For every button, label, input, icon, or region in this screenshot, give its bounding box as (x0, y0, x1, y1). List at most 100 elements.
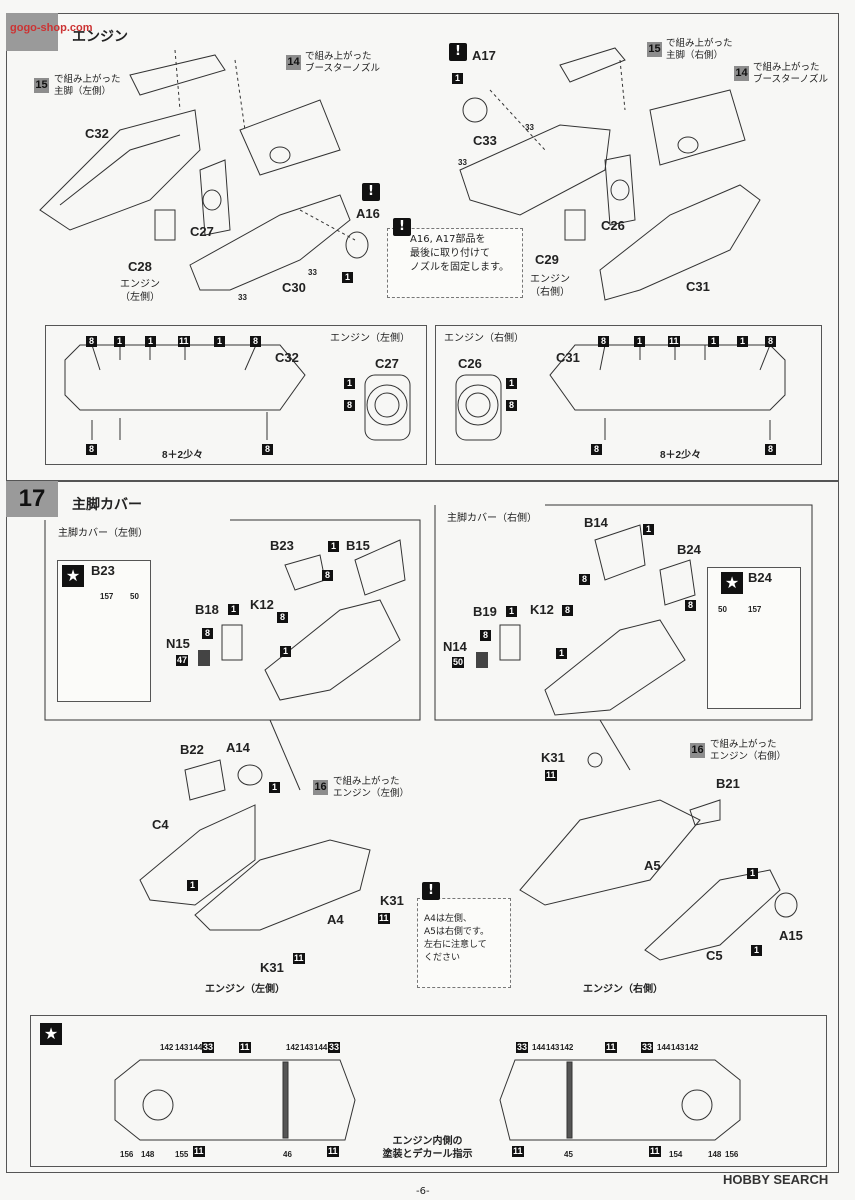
color-8-f: 8 (765, 336, 776, 347)
decal-33-right-b: 33 (458, 158, 467, 167)
watermark-bottom: HOBBY SEARCH (723, 1172, 829, 1187)
part-label-b15: B15 (346, 538, 370, 553)
inner-right-shape (499, 1059, 741, 1141)
dl-33a: 33 (202, 1042, 215, 1053)
color-8-c: 8 (86, 444, 97, 455)
dr-154: 154 (669, 1150, 683, 1159)
decal-50: 50 (452, 657, 465, 668)
star-right-part: B24 (748, 570, 772, 585)
color-1-a15: 1 (747, 868, 758, 879)
step17-frame (6, 481, 839, 1173)
part-label-a14: A14 (226, 740, 250, 755)
step16-frame (6, 13, 839, 481)
color-code-1: 1 (342, 272, 353, 283)
dr-45: 45 (564, 1150, 573, 1159)
engine-right-shape (519, 799, 701, 906)
color-1-k12-right: 1 (556, 648, 567, 659)
color-1-a14: 1 (269, 782, 280, 793)
color-11-k31-right: 11 (545, 770, 557, 781)
part-label-n15: N15 (166, 636, 190, 651)
color-8-e: 8 (598, 336, 609, 347)
color-1-b19: 1 (506, 606, 517, 617)
part-label-c33: C33 (473, 133, 497, 148)
part-label-a4: A4 (327, 912, 344, 927)
subassembly-15-left-text: で組み上がった 主脚（左側） (54, 74, 121, 97)
part-label-k31-left-a: K31 (380, 893, 404, 908)
engine-half-c33-shape (459, 124, 611, 216)
dl-11c: 11 (327, 1146, 339, 1157)
star-icon-right: ★ (721, 572, 743, 594)
color-1-g: 1 (737, 336, 748, 347)
color-8-d: 8 (262, 444, 273, 455)
part-label-b14: B14 (584, 515, 608, 530)
engine-right-caption: エンジン （右側） (530, 274, 570, 298)
star-icon-inner: ★ (40, 1023, 62, 1045)
decal-33: 33 (308, 268, 317, 277)
color-11-e: 11 (668, 336, 680, 347)
part-label-a17: A17 (472, 48, 496, 63)
dr-142a: 142 (560, 1043, 574, 1052)
page-number: -6- (416, 1186, 430, 1197)
paint-right-title: エンジン（右側） (444, 333, 524, 344)
watermark-top: gogo-shop.com (10, 22, 93, 34)
dr-143a: 143 (546, 1043, 560, 1052)
color-8-a: 8 (86, 336, 97, 347)
part-label-b21: B21 (716, 776, 740, 791)
note-box-step17: A4は左側、 A5は右側です。 左右に注意して ください (417, 898, 511, 988)
dr-33b: 33 (641, 1042, 654, 1053)
subassembly-16-right-text: で組み上がった エンジン（右側） (710, 739, 787, 762)
paint-label-c32: C32 (275, 350, 299, 365)
part-label-c29: C29 (535, 252, 559, 267)
dl-33b: 33 (328, 1042, 341, 1053)
assembly-right-caption: エンジン（右側） (583, 984, 663, 995)
part-label-b24: B24 (677, 542, 701, 557)
dr-11c: 11 (649, 1146, 661, 1157)
dl-143b: 143 (300, 1043, 314, 1052)
engine-half-c31-shape (599, 184, 761, 301)
color-1-k12: 1 (280, 646, 291, 657)
subassembly-15-left-badge: 15 (34, 78, 49, 93)
part-label-b22: B22 (180, 742, 204, 757)
part-label-c32: C32 (85, 126, 109, 141)
color-8-b15: 8 (322, 570, 333, 581)
part-label-c26: C26 (601, 218, 625, 233)
part-label-n14: N14 (443, 639, 467, 654)
step17-title: 主脚カバー (72, 497, 142, 513)
cover-right-title: 主脚カバー（右側） (447, 513, 537, 524)
color-8-b14: 8 (579, 574, 590, 585)
dl-11b: 11 (193, 1146, 205, 1157)
part-label-c30: C30 (282, 280, 306, 295)
paint-left-shape (64, 344, 306, 411)
paint-panel-left (45, 325, 427, 465)
part-label-c31: C31 (686, 279, 710, 294)
color-1-b18: 1 (228, 604, 239, 615)
color-8-k12-right: 8 (562, 605, 573, 616)
engine-half-c30-shape (189, 194, 351, 291)
subassembly-16-left-badge: 16 (313, 780, 328, 795)
subassembly-16-left-text: で組み上がった エンジン（左側） (333, 776, 410, 799)
caution-icon-step17: ! (422, 882, 440, 900)
inner-caption: エンジン内側の 塗装とデカール指示 (382, 1136, 473, 1160)
step16-title: エンジン (72, 29, 128, 45)
subassembly-14-right-badge: 14 (734, 66, 749, 81)
color-code-1-a17: 1 (452, 73, 463, 84)
star-right-decal-1: 50 (718, 605, 727, 614)
color-8-b24: 8 (685, 600, 696, 611)
step17-number: 17 (6, 481, 58, 517)
n15-part (198, 650, 210, 666)
subassembly-14-left-badge: 14 (286, 55, 301, 70)
paint-right-mix: 8＋2少々 (660, 450, 702, 461)
engine-half-c32-shape (39, 109, 201, 231)
paint-panel-right (435, 325, 822, 465)
subassembly-14-right-text: で組み上がった ブースターノズル (753, 62, 828, 85)
dl-144b: 144 (314, 1043, 328, 1052)
part-label-a5: A5 (644, 858, 661, 873)
star-icon-left: ★ (62, 565, 84, 587)
dl-156: 156 (120, 1150, 134, 1159)
part-label-b19: B19 (473, 604, 497, 619)
color-11-a: 11 (178, 336, 190, 347)
inner-left-shape (114, 1059, 356, 1141)
note-box-step16: A16, A17部品を 最後に取り付けて ノズルを固定します。 (387, 228, 523, 298)
dr-144b: 144 (657, 1043, 671, 1052)
